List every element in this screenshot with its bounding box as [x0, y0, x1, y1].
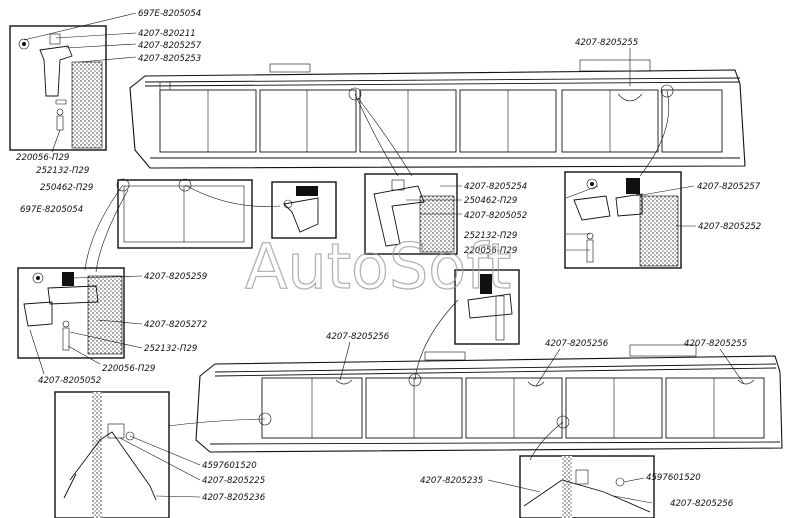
inset-pillar-left [54, 391, 170, 518]
inset-center-latch [364, 173, 458, 255]
label-8205253: 4207-8205253 [138, 54, 201, 64]
inset-window-frame [116, 178, 253, 249]
label-220056-left: 220056-П29 [102, 364, 155, 374]
label-8205272: 4207-8205272 [144, 320, 207, 330]
label-8205235: 4207-8205235 [420, 476, 483, 486]
bus-side-bottom [195, 344, 783, 453]
label-8205256-right: 4207-8205256 [670, 499, 734, 509]
label-8205052-mid: 4207-8205052 [464, 211, 527, 221]
label-252132-top: 252132-П29 [36, 166, 89, 176]
label-252132-left: 252132-П29 [144, 344, 197, 354]
inset-right-latch [564, 171, 682, 269]
label-leaders [23, 12, 745, 504]
label-8205259: 4207-8205259 [144, 272, 207, 282]
label-820211: 4207-820211 [138, 29, 196, 39]
watermark-text: AutoSoft [245, 230, 511, 303]
label-8205255-top: 4207-8205255 [575, 38, 638, 48]
label-252132-mid: 252132-П29 [464, 231, 517, 241]
label-8205252: 4207-8205252 [698, 222, 761, 232]
label-8205257-right: 4207-8205257 [697, 182, 761, 192]
label-697e-left: 697E-8205054 [20, 205, 83, 215]
inset-small-handle [271, 181, 337, 239]
label-220056-top: 220056-П29 [16, 153, 69, 163]
label-8205052-left: 4207-8205052 [38, 376, 101, 386]
label-8205236: 4207-8205236 [202, 493, 266, 503]
inset-left-latch [17, 267, 125, 359]
label-8205255-bot: 4207-8205255 [684, 339, 747, 349]
connector-lines [84, 90, 670, 461]
inset-top-left [9, 25, 107, 151]
bus-side-top [129, 59, 746, 169]
label-250462-left: 250462-П29 [40, 183, 93, 193]
label-8205225: 4207-8205225 [202, 476, 265, 486]
label-4597601520-left: 4597601520 [202, 461, 257, 471]
inset-pillar-right [519, 455, 655, 518]
label-8205256-a: 4207-8205256 [326, 332, 390, 342]
label-697e-top: 697E-8205054 [138, 9, 201, 19]
label-8205257-top: 4207-8205257 [138, 41, 202, 51]
part-labels: 697E-8205054 4207-820211 4207-8205257 42… [16, 9, 761, 509]
label-8205256-b: 4207-8205256 [545, 339, 609, 349]
label-8205254: 4207-8205254 [464, 182, 527, 192]
label-250462-mid: 250462-П29 [464, 196, 517, 206]
inset-center-lower [454, 269, 520, 345]
label-220056-mid: 220056-П29 [464, 246, 517, 256]
label-4597601520-right: 4597601520 [646, 473, 701, 483]
